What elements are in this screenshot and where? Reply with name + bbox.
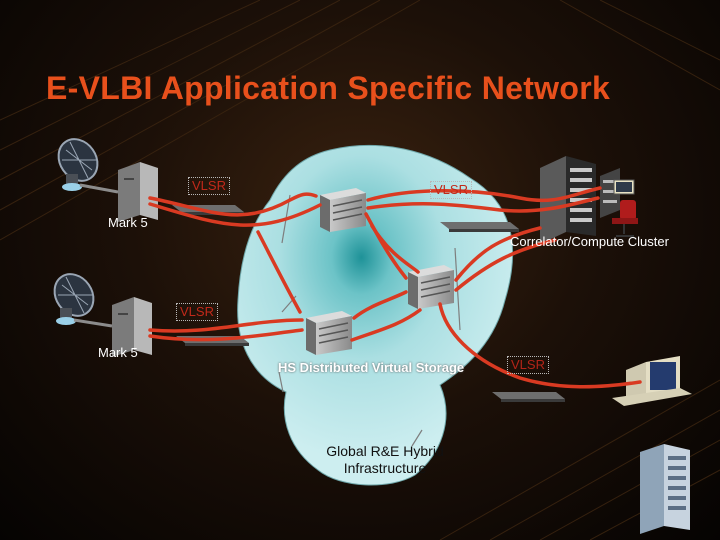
mark5-label: Mark 5 xyxy=(98,345,138,360)
satellite-dish-icon xyxy=(53,273,95,325)
storage-server-icon xyxy=(408,265,454,309)
vlsr-label: VLSR xyxy=(430,181,472,199)
equipment-rack-icon xyxy=(640,444,690,534)
vlsr-label: VLSR xyxy=(188,177,230,195)
vlsr-label: VLSR xyxy=(176,303,218,321)
router-icon xyxy=(492,392,565,402)
router-icon xyxy=(440,222,519,232)
storage-server-icon xyxy=(320,188,366,232)
desktop-computer-icon xyxy=(612,356,692,406)
infrastructure-label-line1: Global R&E Hybrid xyxy=(326,443,444,459)
office-chair-icon xyxy=(612,200,638,237)
storage-server-icon xyxy=(306,311,352,355)
infrastructure-label: Global R&E Hybrid Infrastructure xyxy=(310,443,460,477)
vlsr-label: VLSR xyxy=(507,356,549,374)
storage-label: HS Distributed Virtual Storage xyxy=(278,360,465,375)
satellite-dish-icon xyxy=(57,138,99,191)
server-tower-icon xyxy=(118,162,158,222)
slide-title: E-VLBI Application Specific Network xyxy=(46,70,611,106)
mark5-label: Mark 5 xyxy=(108,215,148,230)
lightpath-links xyxy=(148,186,642,389)
server-tower-icon xyxy=(112,297,152,357)
correlator-label: Correlator/Compute Cluster xyxy=(510,234,669,249)
infrastructure-label-line2: Infrastructure xyxy=(343,460,427,476)
global-network-cloud xyxy=(237,144,514,486)
compute-rack-icon xyxy=(540,156,635,244)
